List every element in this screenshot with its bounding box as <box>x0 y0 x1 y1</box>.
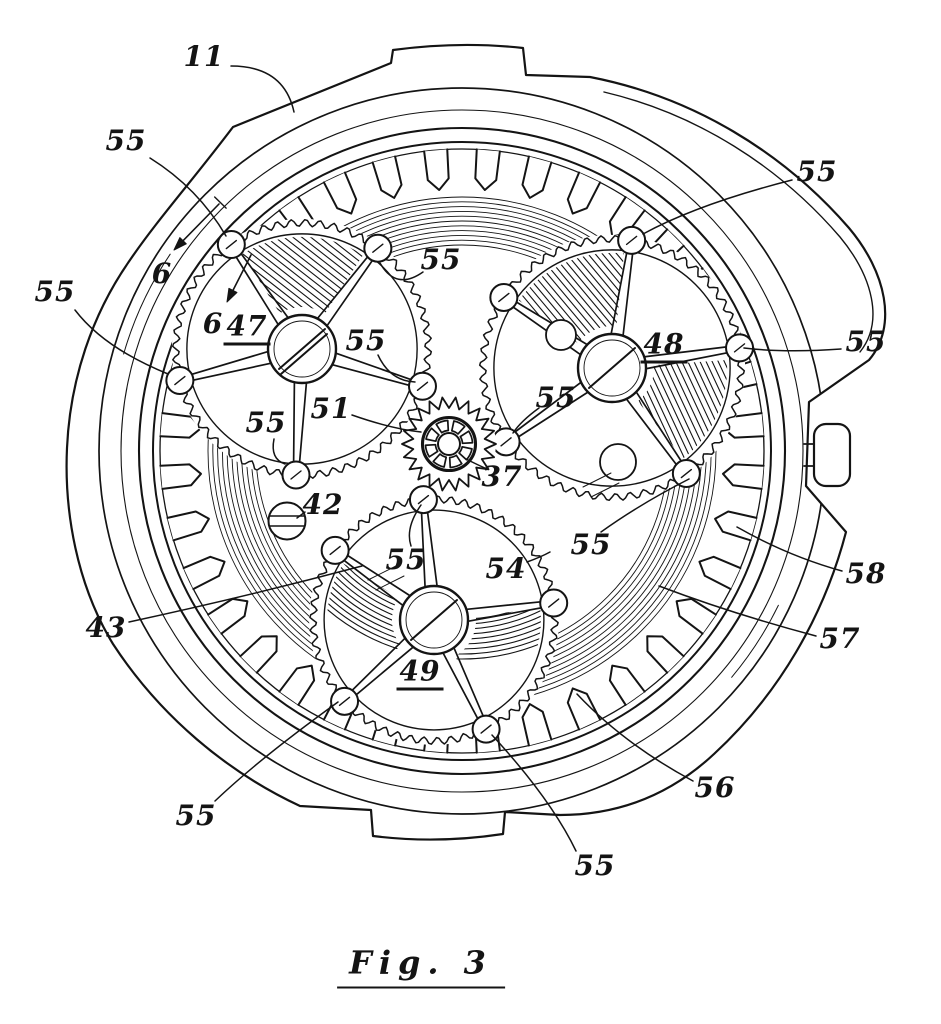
leader-line <box>491 734 577 852</box>
leader-line <box>128 565 363 623</box>
leader-line <box>214 701 339 802</box>
leader-line <box>74 309 169 375</box>
leader-line <box>377 354 416 383</box>
section-line <box>230 254 252 294</box>
figure-caption: Fig. 3 <box>337 944 505 989</box>
gear-wheel-1 <box>478 225 755 502</box>
leader-line <box>296 511 306 519</box>
leader-line <box>272 438 286 465</box>
leader-line <box>512 407 540 434</box>
section-line <box>180 203 220 244</box>
leader-line <box>149 157 227 237</box>
leader-line <box>465 458 488 470</box>
screw-head <box>267 501 307 541</box>
leader-line <box>408 504 422 547</box>
leader-line <box>658 585 817 637</box>
leader-line <box>526 551 551 563</box>
leader-line <box>576 693 694 782</box>
leader-line <box>743 347 842 352</box>
leader-line <box>736 526 843 572</box>
section-arrowhead <box>226 287 238 303</box>
leader-line <box>230 65 295 113</box>
leader-line <box>642 179 793 235</box>
gear-wheel-2 <box>309 485 569 745</box>
section-arrowhead <box>173 237 187 251</box>
leader-line <box>351 414 422 433</box>
center-pinion <box>401 396 497 492</box>
leader-line <box>600 478 690 533</box>
leader-line <box>379 262 424 281</box>
crown <box>803 422 852 488</box>
